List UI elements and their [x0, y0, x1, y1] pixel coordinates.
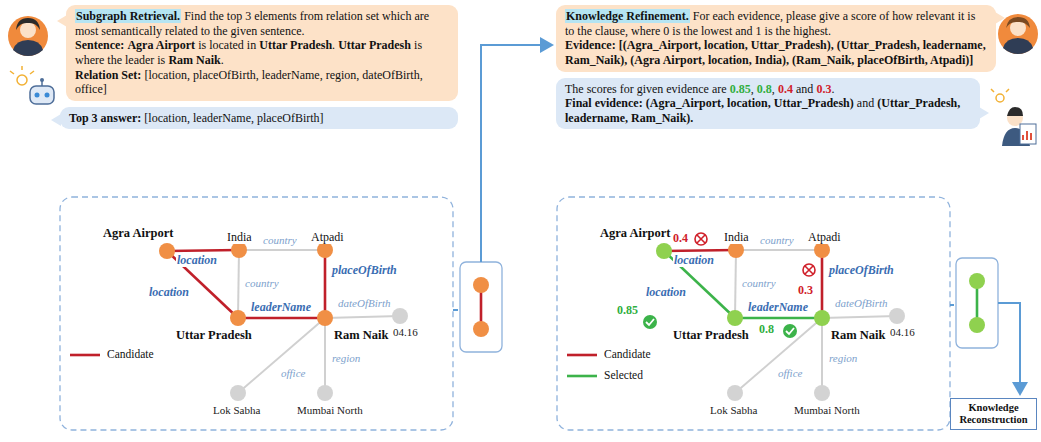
entity-label: Atpadi: [310, 231, 345, 244]
bubble-text: Evidence:: [565, 38, 616, 52]
relation-label: country: [262, 234, 298, 247]
bubble-text: ,: [772, 82, 775, 96]
legend-text: Candidate: [603, 348, 652, 361]
relation-label: placeOfBirth: [828, 264, 895, 277]
bubble-text: Sentence:: [75, 38, 124, 52]
bubble-text: 0.3: [816, 82, 831, 96]
bubble-text: and: [857, 96, 874, 110]
relation-label: dateOfBirth: [834, 297, 889, 310]
relation-label: location: [176, 254, 218, 267]
bubble-text: 0.8: [757, 82, 772, 96]
bubble-text: .: [831, 82, 834, 96]
bubble-text: Top 3 answer:: [69, 111, 141, 125]
bubble-text: and: [796, 82, 813, 96]
bubble-text: Final evidence:: [565, 96, 643, 110]
entity-label: Mumbai North: [296, 404, 364, 417]
analyst-avatar: [991, 89, 1036, 146]
relation-label: office: [280, 367, 306, 380]
bubble-text: 0.4: [778, 82, 793, 96]
legend-line: [567, 375, 597, 378]
bubble-text: 0.85: [730, 82, 751, 96]
bubble-text: Agra Airport: [127, 38, 195, 52]
legend-text: Selected: [603, 369, 644, 382]
relation-label: country: [244, 277, 280, 290]
relation-label: placeOfBirth: [331, 264, 398, 277]
process-box: Knowledge Reconstruction: [950, 398, 1037, 430]
bubble-text: Knowledge Reconstruction: [959, 402, 1027, 425]
score-label: 0.8: [758, 323, 775, 336]
bubble-text: ,: [751, 82, 754, 96]
bubble-text: Subgraph Retrieval.: [75, 9, 181, 23]
bubble-text: (Agra_Airport, location, Uttar_Pradesh): [646, 96, 854, 110]
relation-label: country: [741, 277, 777, 290]
relation-label: office: [777, 367, 803, 380]
relation-label: location: [673, 254, 715, 267]
relation-label: leaderName: [747, 301, 809, 314]
bubble-text: is located in: [198, 38, 256, 52]
entity-label: Agra Airport: [599, 227, 671, 240]
speech-bubble: The scores for given evidence are0.85,0.…: [556, 78, 980, 130]
relation-label: region: [331, 352, 361, 365]
entity-label: Uttar Pradesh: [175, 329, 253, 342]
relation-label: dateOfBirth: [337, 297, 392, 310]
relation-label: location: [148, 286, 190, 299]
legend-text: Candidate: [106, 348, 155, 361]
speech-bubble: Knowledge Refinement.For each evidence, …: [556, 5, 996, 72]
score-label: 0.85: [616, 304, 639, 317]
speech-bubble: Subgraph Retrieval.Find the top 3 elemen…: [66, 5, 458, 101]
bubble-text: Relation Set:: [75, 68, 141, 82]
user-avatar: [8, 16, 48, 56]
robot-icon: [10, 66, 54, 104]
entity-label: Mumbai North: [793, 404, 861, 417]
relation-label: region: [828, 352, 858, 365]
bubble-text: [(Agra_Airport, location, Uttar_Pradesh)…: [565, 38, 986, 67]
relation-label: country: [759, 234, 795, 247]
legend-line: [70, 354, 100, 357]
entity-label: India: [723, 231, 750, 244]
legend-line: [567, 354, 597, 357]
score-label: 0.4: [672, 232, 689, 245]
bubble-text: Ram Naik: [168, 53, 220, 67]
bubble-text: .: [332, 38, 335, 52]
entity-label: Ram Naik: [830, 329, 887, 342]
bubble-text: [location, leaderName, placeOfBirth]: [144, 111, 323, 125]
entity-label: 04.16: [889, 326, 916, 339]
relation-label: leaderName: [250, 301, 312, 314]
bubble-text: Knowledge Refinement.: [565, 9, 690, 23]
entity-label: Lok Sabha: [709, 404, 758, 417]
entity-label: 04.16: [392, 326, 419, 339]
bubble-text: Uttar Pradesh: [338, 38, 411, 52]
bubble-text: The scores for given evidence are: [565, 82, 727, 96]
entity-label: Ram Naik: [333, 329, 390, 342]
score-label: 0.3: [797, 284, 814, 297]
entity-label: Lok Sabha: [212, 404, 261, 417]
bubble-text: .: [221, 53, 224, 67]
relation-label: location: [645, 286, 687, 299]
entity-label: Uttar Pradesh: [672, 329, 750, 342]
entity-label: Agra Airport: [102, 227, 174, 240]
entity-label: India: [226, 231, 253, 244]
speech-bubble: Top 3 answer:[location, leaderName, plac…: [60, 107, 458, 130]
bubble-text: Uttar Pradesh: [259, 38, 332, 52]
entity-label: Atpadi: [807, 231, 842, 244]
